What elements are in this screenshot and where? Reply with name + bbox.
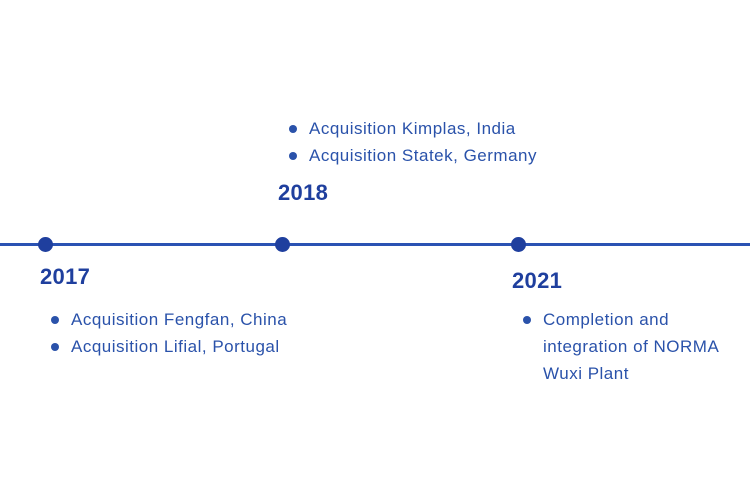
bullet-icon — [51, 315, 59, 324]
list-item: Acquisition Kimplas, India — [278, 115, 537, 142]
list-item: Acquisition Statek, Germany — [278, 142, 537, 169]
event-item-text: Acquisition Fengfan, China — [71, 310, 288, 329]
event-item-text: Acquisition Lifial, Portugal — [71, 337, 280, 356]
timeline-node-dot-2017 — [38, 237, 53, 252]
event-2018-item-list: Acquisition Kimplas, India Acquisition S… — [278, 115, 537, 169]
year-label-2018: 2018 — [278, 180, 329, 205]
timeline-axis-line — [0, 243, 750, 246]
event-item-text: Acquisition Statek, Germany — [309, 146, 537, 165]
event-item-text-line: Completion and — [543, 310, 670, 329]
bullet-icon — [523, 315, 531, 324]
list-item: Acquisition Lifial, Portugal — [40, 333, 287, 360]
timeline-event-2018: Acquisition Kimplas, India Acquisition S… — [278, 115, 537, 205]
bullet-icon — [51, 342, 59, 351]
event-item-text-line: Wuxi Plant — [543, 364, 629, 383]
list-item: Acquisition Fengfan, China — [40, 306, 287, 333]
event-2021-item-list: Completion and integration of NORMA Wuxi… — [512, 306, 719, 387]
event-item-text: Acquisition Kimplas, India — [309, 119, 516, 138]
event-2017-item-list: Acquisition Fengfan, China Acquisition L… — [40, 306, 287, 360]
timeline-event-2017: 2017 Acquisition Fengfan, China Acquisit… — [40, 265, 287, 360]
timeline-node-dot-2018 — [275, 237, 290, 252]
bullet-icon — [289, 124, 297, 133]
list-item: Completion and integration of NORMA Wuxi… — [512, 306, 719, 387]
event-item-text-line: integration of NORMA — [543, 337, 720, 356]
timeline-node-dot-2021 — [511, 237, 526, 252]
year-label-2017: 2017 — [40, 264, 91, 289]
year-label-2021: 2021 — [512, 268, 563, 293]
bullet-icon — [289, 151, 297, 160]
timeline-event-2021: 2021 Completion and integration of NORMA… — [512, 269, 719, 387]
